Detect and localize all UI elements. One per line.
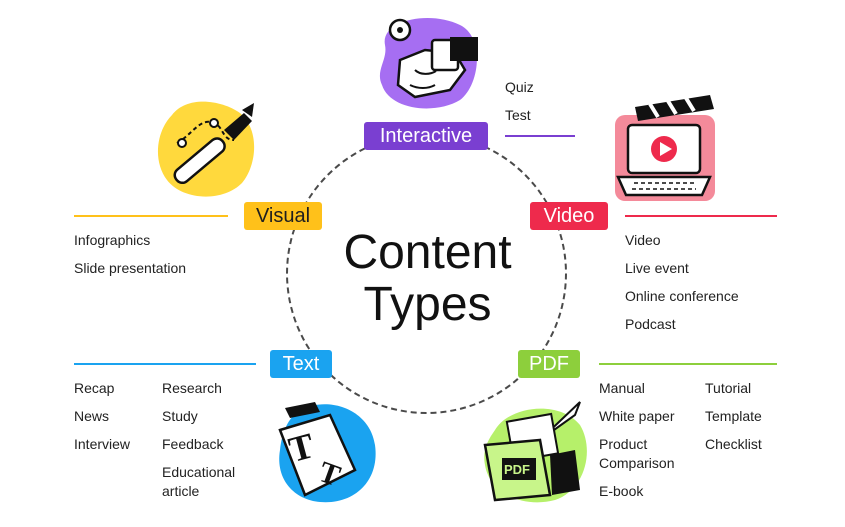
pdf-item: Product [599,436,648,452]
interactive-item: Quiz [505,79,534,95]
video-item: Podcast [625,316,676,332]
visual-rule [74,215,228,217]
text-item: article [162,483,200,499]
text-rule [74,363,256,365]
pdf-item: Tutorial [705,380,752,396]
text-item: Study [162,408,198,424]
visual-badge: Visual [244,202,322,230]
video-badge: Video [530,202,608,230]
text-item: Recap [74,380,115,396]
pdf-item: Comparison [599,455,675,471]
visual-item: Slide presentation [74,260,187,276]
interactive-hand-watch-icon [379,17,478,109]
video-item: Video [625,232,661,248]
visual-item: Infographics [74,232,151,248]
text-item: Research [162,380,222,396]
pdf-icon-label: PDF [504,462,530,477]
interactive-badge: Interactive [364,122,488,150]
text-letters-icon: T T [278,402,376,503]
interactive-item: Test [505,107,531,123]
title-line-2: Types [363,278,492,331]
pdf-item: White paper [599,408,675,424]
text-badge: Text [270,350,332,378]
text-item: Feedback [162,436,224,452]
pdf-item: Checklist [705,436,762,452]
pdf-rule [599,363,777,365]
pdf-folder-icon: PDF [483,401,587,503]
video-rule [625,215,777,217]
video-item: Live event [625,260,689,276]
pdf-item: Manual [599,380,645,396]
pdf-item: Template [705,408,762,424]
text-item: Interview [74,436,131,452]
video-item: Online conference [625,288,739,304]
pdf-item: E-book [599,483,644,499]
interactive-rule [505,135,575,137]
title-line-1: Content [343,226,512,279]
pdf-badge: PDF [518,350,580,378]
visual-brush-icon [157,101,255,197]
video-clapperboard-icon [615,95,715,201]
text-item: News [74,408,110,424]
text-item: Educational [162,464,236,480]
